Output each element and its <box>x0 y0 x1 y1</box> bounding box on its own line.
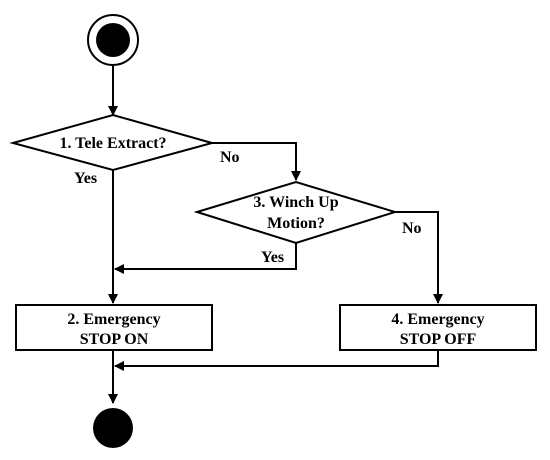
decision-1-tele-extract: 1. Tele Extract? <box>9 113 216 172</box>
edge-a4-to-merge <box>114 350 439 371</box>
edge-d3-no-label: No <box>402 220 422 237</box>
start-node <box>87 14 139 66</box>
end-node <box>93 408 133 448</box>
decision-3-winch-up-motion: 3. Winch Up Motion? <box>193 180 399 245</box>
edge-d1-no <box>212 142 301 181</box>
decision-1-label: 1. Tele Extract? <box>59 135 166 152</box>
action-2-emergency-stop-on: 2. Emergency STOP ON <box>15 304 213 351</box>
action-4-label-line1: 4. Emergency <box>391 311 484 328</box>
action-2-label-line1: 2. Emergency <box>67 311 160 328</box>
decision-3-label-line2: Motion? <box>267 215 325 232</box>
action-2-label-line2: STOP ON <box>80 331 149 348</box>
edge-d1-yes-label: Yes <box>74 170 97 187</box>
edge-d3-yes-label: Yes <box>261 249 284 266</box>
edge-d1-no-label: No <box>220 149 240 166</box>
action-4-emergency-stop-off: 4. Emergency STOP OFF <box>339 304 537 351</box>
edge-d3-yes <box>114 243 297 274</box>
action-4-label-line2: STOP OFF <box>400 331 477 348</box>
edge-d3-no <box>395 211 443 304</box>
decision-3-label-line1: 3. Winch Up <box>253 194 338 211</box>
